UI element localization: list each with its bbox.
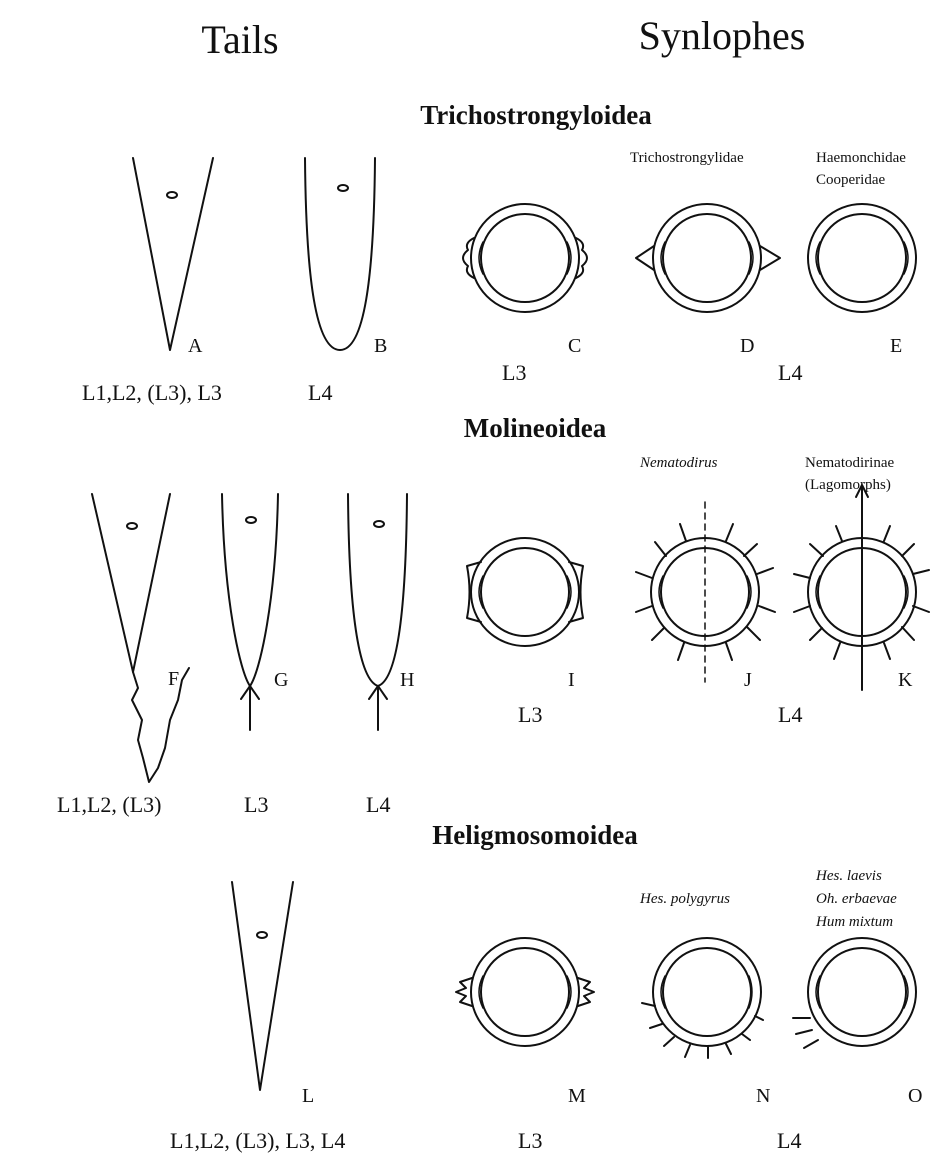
section-title-heligmosomoidea: Heligmosomoidea [432,820,638,850]
synlophe-i-drawing [466,537,584,647]
tail-stage-molineoidea-2: L3 [244,792,268,817]
synlophe-stage-molineoidea-2: L4 [778,702,802,727]
taxon-nematodirinae: Nematodirinae [805,455,894,471]
taxon-hum-mixtum: Hum mixtum [815,914,893,930]
synlophe-m-drawing [455,937,595,1047]
tail-g-drawing [221,493,279,731]
synlophe-e-letter: E [890,335,902,357]
synlophe-n-drawing [641,937,764,1059]
section-title-trichostrongyloidea: Trichostrongyloidea [420,100,652,130]
synlophe-d-drawing [635,203,781,313]
tail-f-drawing [91,493,190,783]
taxon-cooperidae: Cooperidae [816,172,885,188]
taxon-hes-polygyrus: Hes. polygyrus [639,891,730,907]
synlophe-stage-trichostrongyloidea-1: L3 [502,360,526,385]
synlophe-c-letter: C [568,335,581,357]
tail-stage-trichostrongyloidea-1: L1,L2, (L3), L3 [82,380,222,405]
synlophe-m-letter: M [568,1085,586,1107]
tail-a-letter: A [188,335,203,357]
tail-stage-molineoidea-3: L4 [366,792,390,817]
taxon-oh-erbaevae: Oh. erbaevae [816,891,897,907]
synlophe-stage-heligmosomoidea-1: L3 [518,1128,542,1153]
tail-h-drawing [347,493,408,731]
tail-b-letter: B [374,335,387,357]
synlophe-k-letter: K [898,669,913,691]
tail-a-drawing [132,157,214,351]
synlophe-stage-trichostrongyloidea-2: L4 [778,360,802,385]
tail-g-letter: G [274,669,288,691]
section-title-molineoidea: Molineoidea [464,413,607,443]
tail-stage-trichostrongyloidea-2: L4 [308,380,332,405]
taxon-hes-laevis: Hes. laevis [815,868,882,884]
tail-l-drawing [231,881,294,1091]
taxon-haemonchidae: Haemonchidae [816,150,906,166]
tail-stage-molineoidea-1: L1,L2, (L3) [57,792,161,817]
synlophe-c-drawing [462,203,588,313]
synlophe-d-letter: D [740,335,754,357]
tail-f-letter: F [168,668,179,690]
synlophe-e-drawing [807,203,917,313]
taxon-trichostrongylidae: Trichostrongylidae [630,150,744,166]
tails-header: Tails [201,17,278,62]
synlophe-k-drawing [793,484,930,691]
synlophes-header: Synlophes [639,13,806,58]
synlophe-stage-molineoidea-1: L3 [518,702,542,727]
synlophe-j-letter: J [744,669,752,691]
tail-h-letter: H [400,669,414,691]
synlophe-n-letter: N [756,1085,770,1107]
tail-l-letter: L [302,1085,314,1107]
taxon-lagomorphs: (Lagomorphs) [805,477,891,493]
synlophe-o-letter: O [908,1085,922,1107]
tail-stage-heligmosomoidea-1: L1,L2, (L3), L3, L4 [170,1128,345,1153]
taxon-nematodirus: Nematodirus [639,455,718,471]
synlophe-j-drawing [635,501,776,683]
tail-b-drawing [304,157,376,351]
synlophe-stage-heligmosomoidea-2: L4 [777,1128,801,1153]
synlophe-i-letter: I [568,669,575,691]
synlophe-o-drawing [792,937,917,1049]
